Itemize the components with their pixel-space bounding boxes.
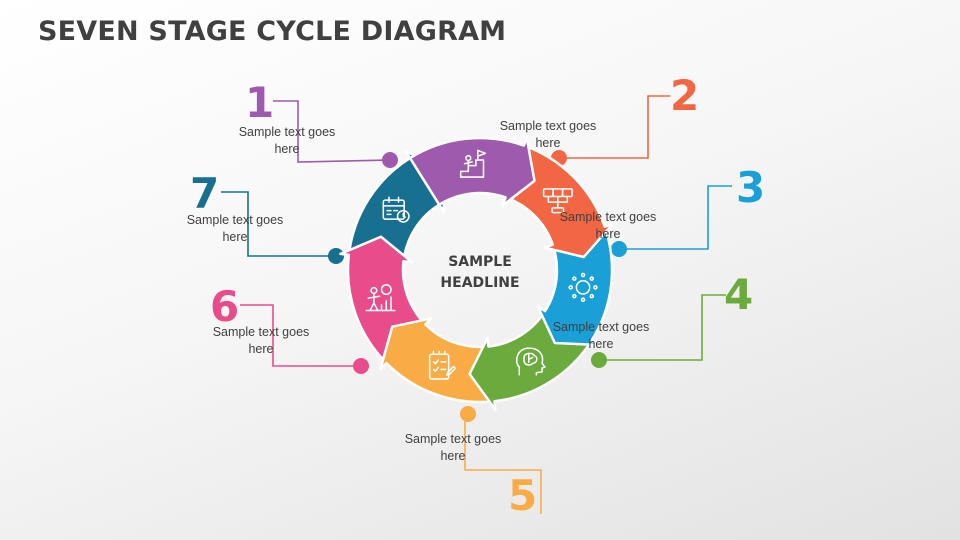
stage-number-6: 6 — [210, 282, 240, 331]
money-growth-icon — [365, 284, 396, 312]
goal-flag-steps-icon — [459, 149, 487, 178]
callout-dot-7 — [328, 248, 344, 264]
stage-number-2: 2 — [670, 71, 700, 120]
stage-text-2: Sample text goes here — [499, 119, 597, 150]
stage-number-7: 7 — [190, 169, 220, 218]
stage-number-3: 3 — [736, 163, 766, 212]
brain-head-icon — [515, 347, 546, 376]
stage-text-4: Sample text goes here — [552, 320, 650, 351]
sun-icon — [568, 272, 598, 303]
center-headline: SAMPLE HEADLINE — [440, 254, 520, 291]
network-servers-icon — [542, 188, 573, 214]
callout-connector-6 — [240, 304, 361, 367]
stage-text-3: Sample text goes here — [559, 210, 657, 241]
callout-dot-3 — [611, 241, 627, 257]
callout-dot-5 — [460, 406, 476, 422]
cycle-segment-1 — [408, 136, 536, 207]
checklist-icon — [428, 350, 457, 380]
callout-connector-3 — [619, 185, 732, 250]
cycle-segment-3 — [536, 225, 614, 347]
callout-dot-1 — [382, 152, 398, 168]
stage-number-4: 4 — [724, 270, 754, 319]
calendar-clock-icon — [382, 196, 410, 223]
stage-number-5: 5 — [508, 471, 538, 520]
page-title: SEVEN STAGE CYCLE DIAGRAM — [38, 16, 507, 47]
stage-text-1: Sample text goes here — [238, 125, 336, 156]
stage-number-1: 1 — [245, 78, 275, 127]
stage-text-6: Sample text goes here — [212, 325, 310, 356]
callout-connector-1 — [273, 100, 391, 163]
stage-text-5: Sample text goes here — [404, 432, 502, 463]
callout-dot-6 — [353, 358, 369, 374]
callout-dot-4 — [591, 352, 607, 368]
stage-text-7: Sample text goes here — [186, 213, 284, 244]
callout-connector-4 — [599, 294, 726, 361]
callout-connector-2 — [559, 95, 670, 159]
callout-connector-7 — [221, 191, 336, 257]
